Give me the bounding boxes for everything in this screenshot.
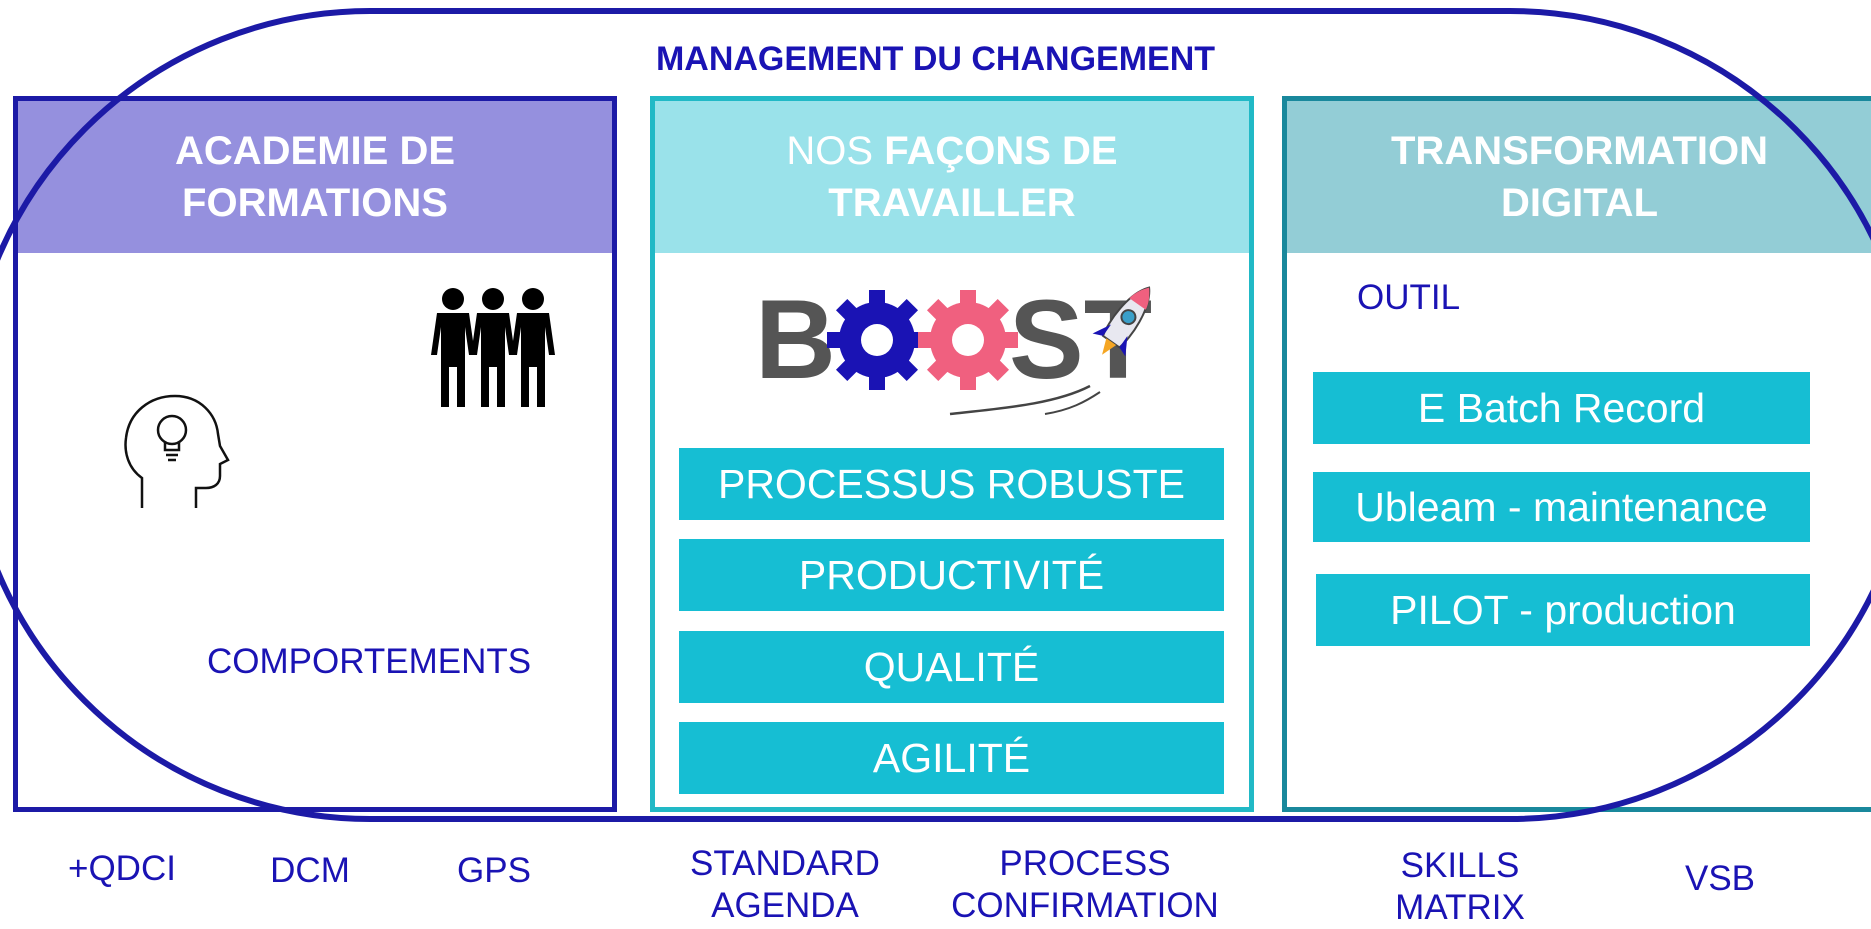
bottom-label-process-confirmation: PROCESS CONFIRMATION (930, 843, 1240, 927)
diagram-title: MANAGEMENT DU CHANGEMENT (655, 40, 1216, 78)
people-group-icon (431, 288, 555, 407)
list-item-qualite: QUALITÉ (679, 631, 1224, 703)
comportements-label: COMPORTEMENTS (207, 642, 532, 681)
standard-line2: AGENDA (711, 886, 859, 925)
academie-heading: ACADEMIE DE FORMATIONS (18, 101, 612, 253)
process-line2: CONFIRMATION (951, 886, 1219, 925)
column-academie: ACADEMIE DE FORMATIONS (13, 96, 617, 812)
outil-label: OUTIL (1357, 278, 1461, 317)
bottom-label-gps: GPS (457, 851, 531, 890)
tool-ubleam: Ubleam - maintenance (1313, 472, 1810, 542)
list-item-processus-robuste: PROCESSUS ROBUSTE (679, 448, 1224, 520)
facons-heading-line2: TRAVAILLER (828, 181, 1076, 225)
bottom-label-dcm: DCM (270, 851, 350, 890)
facons-heading: NOS FAÇONS DE TRAVAILLER (655, 101, 1249, 253)
bottom-label-qdci: +QDCI (68, 849, 176, 888)
gear-icon (918, 290, 1018, 390)
academie-heading-line1: ACADEMIE DE (174, 129, 456, 173)
svg-text:B: B (755, 282, 836, 402)
bottom-label-skills-matrix: SKILLS MATRIX (1360, 845, 1560, 929)
rocket-icon (1092, 286, 1151, 357)
digital-heading-line2: DIGITAL (1500, 181, 1658, 225)
gear-icon (827, 290, 927, 390)
column-digital: TRANSFORMATION DIGITAL (1282, 96, 1871, 812)
process-line1: PROCESS (999, 844, 1171, 883)
head-lightbulb-icon (124, 394, 230, 508)
skills-line1: SKILLS (1400, 846, 1520, 885)
facons-heading-bold: FAÇONS DE (884, 129, 1118, 173)
bottom-label-vsb: VSB (1684, 859, 1756, 898)
list-item-agilite: AGILITÉ (679, 722, 1224, 794)
list-item-productivite: PRODUCTIVITÉ (679, 539, 1224, 611)
standard-line1: STANDARD (690, 844, 880, 883)
facons-heading-normal: NOS (786, 129, 885, 173)
bottom-label-standard-agenda: STANDARD AGENDA (660, 843, 910, 927)
boost-logo: B ST (755, 282, 1152, 416)
tool-pilot: PILOT - production (1316, 574, 1810, 646)
tool-e-batch-record: E Batch Record (1313, 372, 1810, 444)
academie-heading-line2: FORMATIONS (182, 181, 448, 225)
digital-heading-line1: TRANSFORMATION (1391, 129, 1768, 173)
digital-heading: TRANSFORMATION DIGITAL (1287, 101, 1871, 253)
skills-line2: MATRIX (1395, 888, 1525, 927)
